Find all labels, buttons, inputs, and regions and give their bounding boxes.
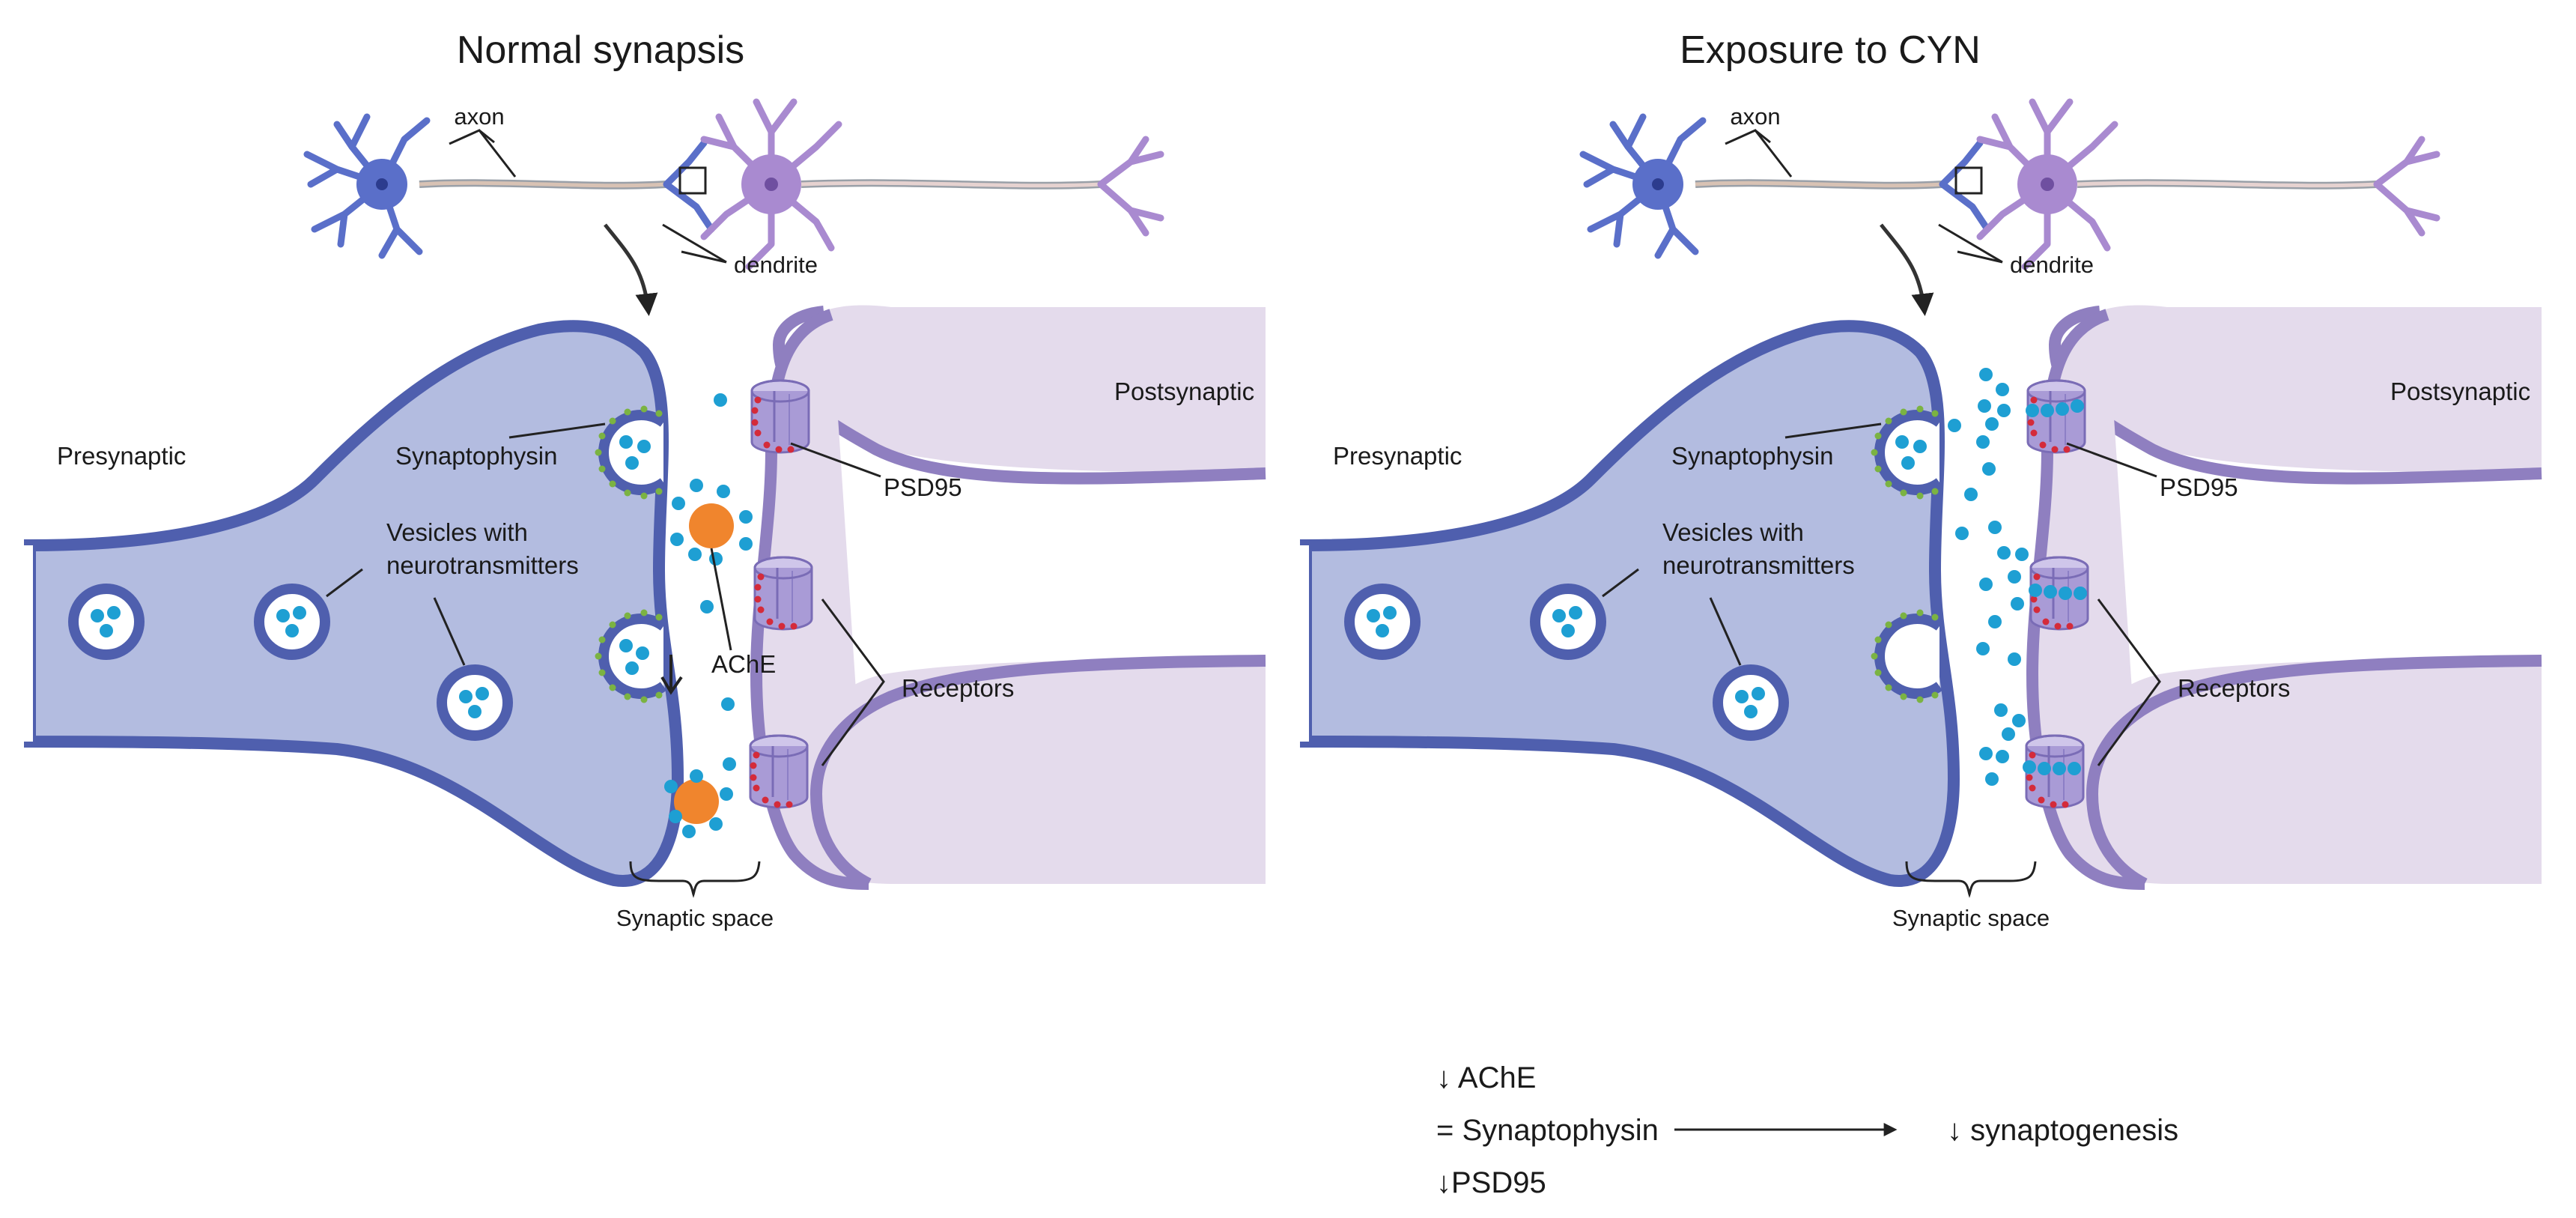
- vesicles-pointer: [1602, 568, 1742, 666]
- cleft-neurotransmitters: [664, 393, 753, 838]
- vesicle-icon: [1349, 589, 1415, 655]
- synaptophysin-label: Synaptophysin: [1671, 442, 1833, 470]
- vesicle-transmitters: [1895, 435, 1927, 470]
- vesicle-icon: [1718, 670, 1784, 736]
- synaptophysin-pointer: [1784, 422, 1882, 439]
- axon-pointer: [1725, 129, 1793, 178]
- presynaptic-terminal: [1300, 320, 1960, 887]
- cyn-exposure-panel: Exposure to CYN axon dendrite: [1276, 28, 2542, 931]
- vesicle-icon: [259, 589, 325, 655]
- postsynaptic-label: Postsynaptic: [1114, 378, 1254, 405]
- neuron-pair-icon: [307, 102, 1161, 267]
- vesicle-icon: [1535, 589, 1601, 655]
- presynaptic-label: Presynaptic: [57, 442, 186, 470]
- presynaptic-terminal: [24, 320, 684, 887]
- postsynaptic-label: Postsynaptic: [2390, 378, 2530, 405]
- receptors-pointer: [821, 599, 885, 766]
- release-arrow: [660, 655, 683, 695]
- zoom-arrow: [1880, 223, 1934, 316]
- vesicles-label-line2: neurotransmitters: [386, 551, 579, 579]
- ache-enzyme-icon: [689, 503, 734, 548]
- ache-pointer: [710, 548, 732, 651]
- receptors-label: Receptors: [2178, 674, 2290, 702]
- ache-label: AChE: [711, 650, 776, 678]
- receptor-icon: [750, 379, 810, 454]
- cyn-effects-summary: ↓ AChE = Synaptophysin ↓PSD95 ↓ synaptog…: [1436, 1061, 2178, 1199]
- synaptic-space-brace: [1905, 861, 2037, 898]
- axon-label: axon: [1730, 103, 1780, 130]
- psd95-pointer: [2066, 442, 2157, 478]
- vesicles-label-line1: Vesicles with: [386, 518, 528, 546]
- synaptophysin-label: Synaptophysin: [395, 442, 557, 470]
- dendrite-pointer: [662, 223, 727, 264]
- psd95-label: PSD95: [2160, 473, 2238, 501]
- ache-effect: ↓ AChE: [1436, 1061, 1536, 1094]
- synaptophysin-pointer: [508, 422, 606, 439]
- dendrite-label: dendrite: [734, 252, 818, 278]
- panel-title: Exposure to CYN: [1680, 28, 1981, 72]
- neuron-pair-icon: [1583, 102, 2437, 267]
- zoom-arrow: [604, 223, 658, 316]
- axon-pointer: [449, 129, 517, 178]
- psd95-effect: ↓PSD95: [1436, 1166, 1546, 1199]
- psd95-label: PSD95: [884, 473, 962, 501]
- receptors-pointer: [2097, 599, 2161, 766]
- panel-title: Normal synapsis: [457, 28, 744, 72]
- vesicles-pointer: [326, 568, 466, 666]
- cleft-neurotransmitters: [1948, 368, 2087, 786]
- receptor-icon: [749, 734, 809, 809]
- psd95-pointer: [790, 442, 881, 478]
- vesicles-label-line2: neurotransmitters: [1662, 551, 1855, 579]
- synaptic-space-label: Synaptic space: [1892, 905, 2050, 931]
- axon-label: axon: [454, 103, 504, 130]
- normal-synapsis-panel: Normal synapsis axon dendrite: [0, 28, 1266, 931]
- synaptogenesis-outcome: ↓ synaptogenesis: [1947, 1114, 2178, 1147]
- dendrite-label: dendrite: [2010, 252, 2094, 278]
- synaptophysin-effect: = Synaptophysin: [1436, 1114, 1659, 1147]
- synaptic-space-label: Synaptic space: [616, 905, 774, 931]
- ache-enzyme-icon: [674, 779, 719, 824]
- vesicle-transmitters: [619, 435, 651, 675]
- vesicle-icon: [73, 589, 139, 655]
- receptors-label: Receptors: [902, 674, 1014, 702]
- receptor-icon: [2026, 379, 2086, 454]
- dendrite-pointer: [1938, 223, 2003, 264]
- presynaptic-label: Presynaptic: [1333, 442, 1462, 470]
- vesicles-label-line1: Vesicles with: [1662, 518, 1804, 546]
- synaptic-space-brace: [629, 861, 761, 898]
- vesicle-icon: [442, 670, 508, 736]
- receptor-icon: [753, 556, 813, 631]
